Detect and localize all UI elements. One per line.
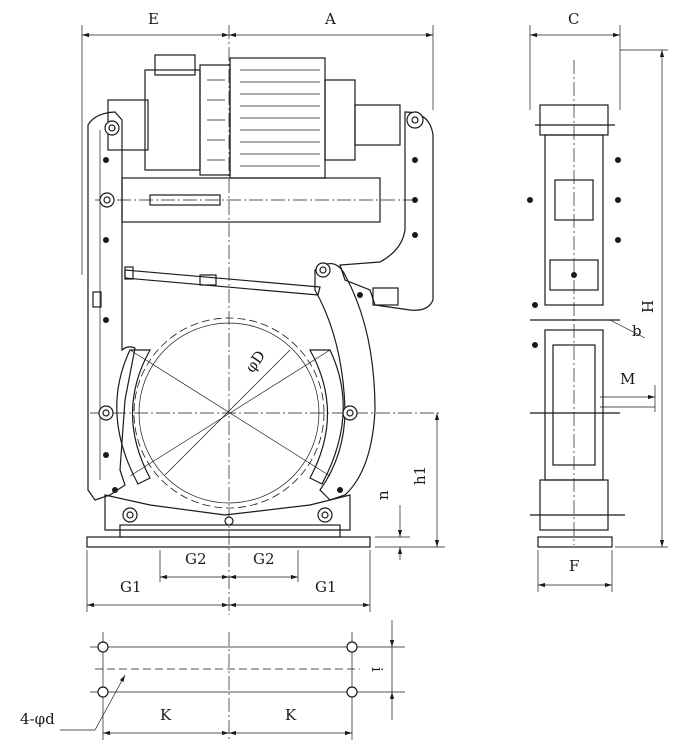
mount-hole xyxy=(97,686,109,698)
dim-phiD: φD xyxy=(242,347,270,376)
dim-G2-left: G2 xyxy=(185,550,207,568)
mounting-holes-view: K K i 4-φd xyxy=(20,620,405,740)
front-view xyxy=(86,25,440,615)
side-view: C H b M F xyxy=(527,10,668,592)
dim-i: i xyxy=(368,667,386,672)
dim-C: C xyxy=(568,10,579,28)
left-brake-shoe xyxy=(116,349,152,485)
dim-K-left: K xyxy=(160,706,172,724)
base-plate xyxy=(86,536,371,548)
dim-holes: 4-φd xyxy=(20,710,55,728)
dim-G2-right: G2 xyxy=(253,550,275,568)
mount-hole xyxy=(97,641,109,653)
lever xyxy=(339,111,434,311)
brake-wheel xyxy=(133,317,325,509)
right-brake-shoe xyxy=(308,349,344,485)
right-brake-arm xyxy=(314,263,376,501)
dim-M: M xyxy=(620,370,635,388)
dim-H: H xyxy=(638,300,656,313)
mount-hole xyxy=(346,641,358,653)
pins xyxy=(92,111,424,526)
dim-F: F xyxy=(569,557,579,575)
dim-h1: h1 xyxy=(411,466,429,485)
dim-n: n xyxy=(374,490,392,500)
mount-hole xyxy=(346,686,358,698)
dim-b: b xyxy=(632,322,642,340)
left-brake-arm xyxy=(87,111,136,501)
dim-G1-left: G1 xyxy=(120,578,142,596)
dim-K-right: K xyxy=(285,706,297,724)
dim-A: A xyxy=(324,10,336,28)
dim-E: E xyxy=(148,10,159,28)
dim-G1-right: G1 xyxy=(315,578,337,596)
push-rod xyxy=(124,269,321,296)
motor xyxy=(107,54,401,179)
